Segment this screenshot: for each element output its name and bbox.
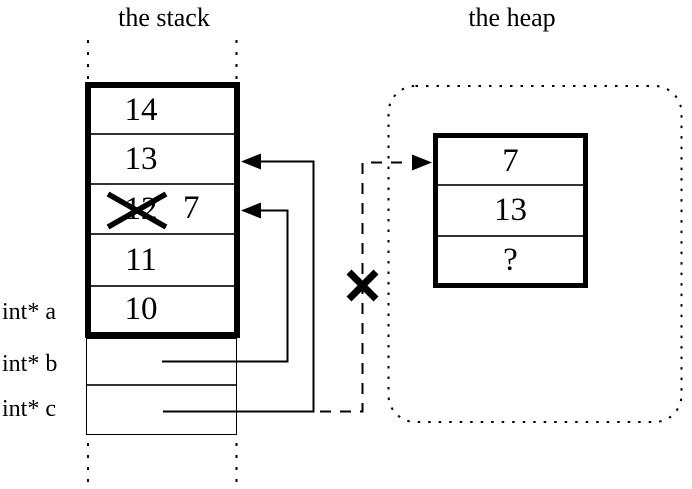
stack-frame-box: 14 13 12 7 11 10 xyxy=(85,82,240,338)
stack-cell: 11 xyxy=(91,235,234,287)
heap-cell: 7 xyxy=(438,138,583,186)
stack-cell-old-value: 12 xyxy=(124,190,158,227)
stack-cell-overwritten: 12 7 xyxy=(91,185,234,235)
stack-cell: 13 xyxy=(91,135,234,185)
heap-title: the heap xyxy=(468,3,556,32)
heap-cell: ? xyxy=(503,241,518,278)
var-cell-b xyxy=(87,339,236,386)
pointer-label-a: int* a xyxy=(2,299,56,325)
stack-cell-value: 13 xyxy=(124,140,158,177)
pointer-label-c: int* c xyxy=(2,396,56,422)
invalid-pointer-cross-icon xyxy=(346,269,379,302)
heap-object-box: 7 13 ? xyxy=(433,133,588,288)
stack-title: the stack xyxy=(118,3,210,32)
dangling-pointer-dashed-arrow xyxy=(320,154,432,413)
stack-cell-new-value: 7 xyxy=(183,189,200,226)
arrowhead-left-icon xyxy=(241,153,261,170)
var-cell-c xyxy=(87,386,236,434)
heap-cell: 13 xyxy=(438,186,583,237)
stack-cell: 10 xyxy=(91,287,234,332)
arrowhead-right-icon xyxy=(412,154,432,171)
stack-cell: 14 xyxy=(91,88,234,135)
stack-cell-value: 14 xyxy=(124,92,158,128)
stack-cell-value: 11 xyxy=(125,241,157,278)
pointer-label-b: int* b xyxy=(2,351,58,377)
stack-pointer-vars-box xyxy=(86,338,237,435)
stack-cell-value: 10 xyxy=(124,291,158,327)
arrowhead-left-icon xyxy=(241,202,261,219)
